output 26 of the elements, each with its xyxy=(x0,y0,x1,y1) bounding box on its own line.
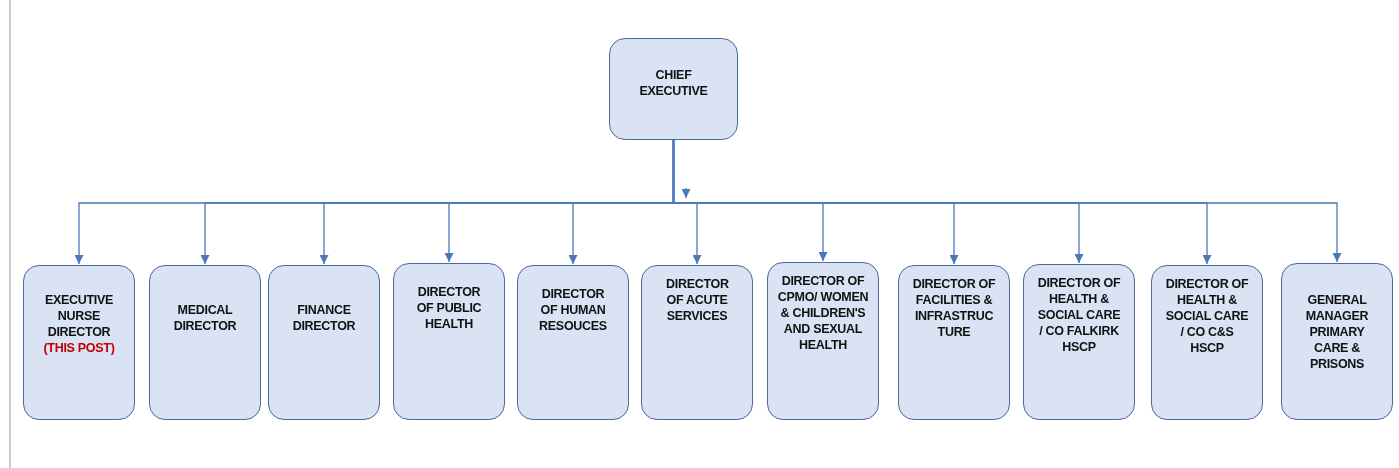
role-title: GENERAL MANAGER PRIMARY CARE & PRISONS xyxy=(1304,292,1370,372)
role-box xyxy=(23,265,135,420)
role-title: DIRECTOR OF HUMAN RESOUCES xyxy=(538,286,608,334)
role-title: DIRECTOR OF CPMO/ WOMEN & CHILDREN'S AND SEXUAL HEALTH xyxy=(776,273,870,353)
role-box xyxy=(1023,264,1135,420)
role-title: EXECUTIVE NURSE DIRECTOR xyxy=(43,292,115,340)
role-box xyxy=(149,265,261,420)
role-box xyxy=(1281,263,1393,420)
role-title: DIRECTOR OF HEALTH & SOCIAL CARE / CO FALKIRK HSCP xyxy=(1037,275,1121,355)
role-box xyxy=(767,262,879,420)
role-box xyxy=(517,265,629,420)
role-box xyxy=(641,265,753,420)
role-title: DIRECTOR OF HEALTH & SOCIAL CARE / CO C&S HSCP xyxy=(1165,276,1249,356)
role-title: DIRECTOR OF PUBLIC HEALTH xyxy=(415,284,483,332)
role-title: MEDICAL DIRECTOR xyxy=(172,302,238,334)
role-box xyxy=(393,263,505,420)
role-title: CHIEF EXECUTIVE xyxy=(638,67,709,99)
connector-arrow xyxy=(672,139,1342,263)
role-box xyxy=(268,265,380,420)
executive-box xyxy=(609,38,738,140)
role-title: DIRECTOR OF FACILITIES & INFRASTRUC TURE xyxy=(911,276,997,340)
role-title: FINANCE DIRECTOR xyxy=(291,302,357,334)
role-box xyxy=(898,265,1010,420)
post-note: (THIS POST) xyxy=(42,340,116,356)
role-title: DIRECTOR OF ACUTE SERVICES xyxy=(666,276,728,324)
role-box xyxy=(1151,265,1263,420)
